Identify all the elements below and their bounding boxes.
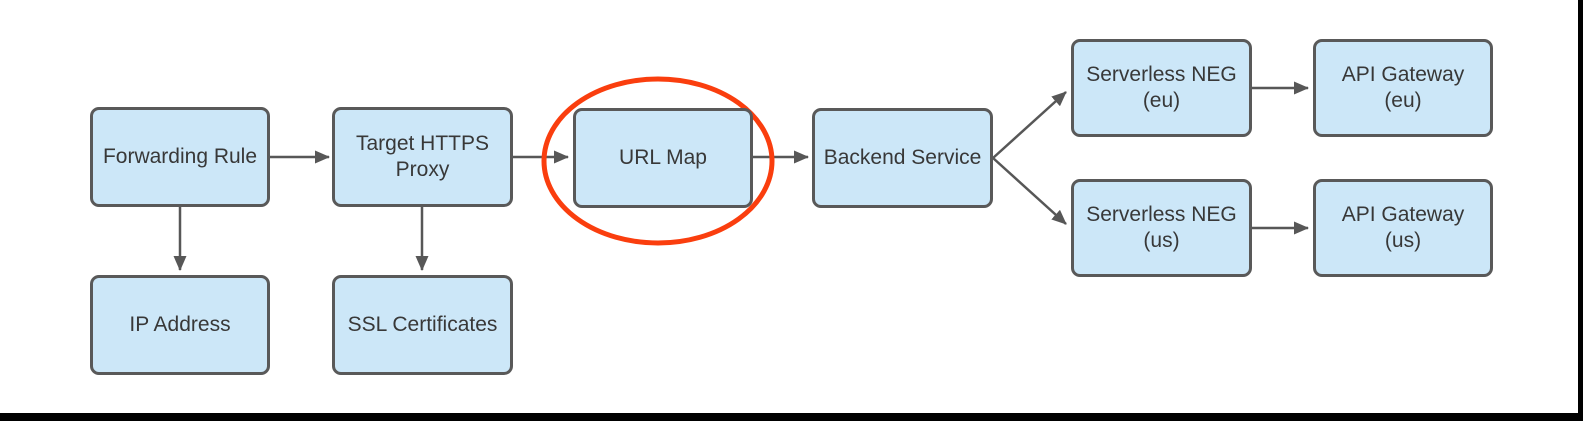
node-ip-address[interactable]: IP Address (90, 275, 270, 375)
node-serverless-neg-us[interactable]: Serverless NEG (us) (1071, 179, 1252, 277)
node-label: API Gateway (us) (1341, 202, 1465, 252)
node-label: IP Address (129, 312, 231, 336)
node-label: URL Map (619, 145, 707, 169)
node-api-gateway-us[interactable]: API Gateway (us) (1313, 179, 1493, 277)
node-url-map[interactable]: URL Map (573, 108, 753, 208)
frame-right-line (1578, 0, 1583, 421)
node-forwarding-rule[interactable]: Forwarding Rule (90, 107, 270, 207)
frame-bottom-line (0, 413, 1583, 421)
node-ssl-certificates[interactable]: SSL Certificates (332, 275, 513, 375)
node-label: Backend Service (823, 145, 982, 169)
edge-backend-to-neg-us (992, 157, 1067, 225)
node-label: Forwarding Rule (102, 144, 258, 168)
edge-backend-to-neg-eu (992, 91, 1067, 159)
node-label: Serverless NEG (us) (1086, 202, 1237, 252)
node-label: API Gateway (eu) (1341, 62, 1465, 112)
node-label: SSL Certificates (347, 312, 498, 336)
node-label: Serverless NEG (eu) (1086, 62, 1237, 112)
node-backend-service[interactable]: Backend Service (812, 108, 993, 208)
node-label: Target HTTPS Proxy (355, 131, 490, 181)
node-target-https-proxy[interactable]: Target HTTPS Proxy (332, 107, 513, 207)
node-serverless-neg-eu[interactable]: Serverless NEG (eu) (1071, 39, 1252, 137)
node-api-gateway-eu[interactable]: API Gateway (eu) (1313, 39, 1493, 137)
